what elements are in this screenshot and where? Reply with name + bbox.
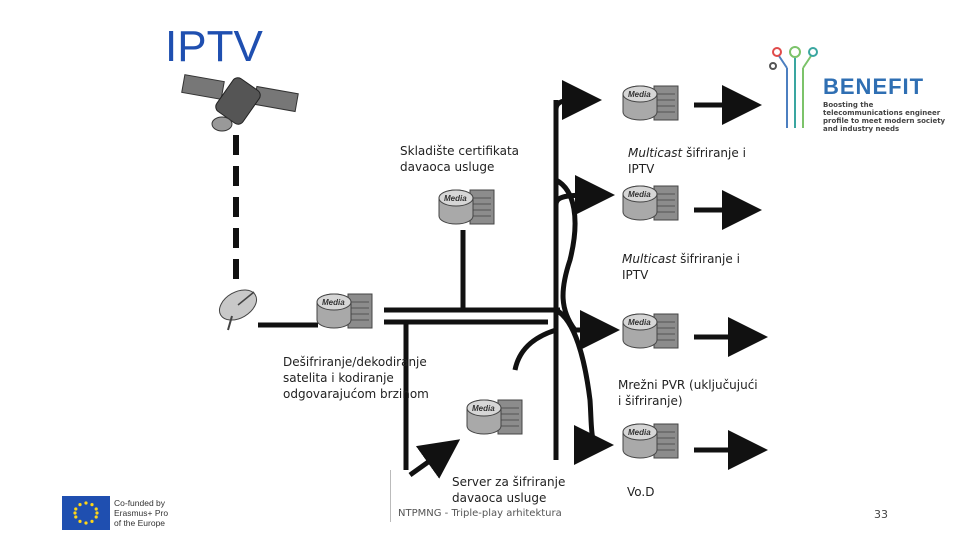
page-number: 33 [874, 508, 888, 521]
satellite-dish-icon [219, 289, 257, 331]
logo-name: BENEFIT [823, 74, 925, 99]
logo-tagline: Boosting the telecommunications engineer… [823, 101, 946, 133]
svg-text:Media: Media [628, 90, 651, 99]
benefit-logo: BENEFIT Boosting the telecommunications … [765, 28, 945, 133]
label-multicast-1: Multicast šifriranje i IPTV [628, 145, 746, 177]
svg-text:Media: Media [472, 404, 495, 413]
label-multicast-1-rest: šifriranje i IPTV [628, 146, 746, 176]
label-cert-store: Skladište certifikata davaoca usluge [400, 144, 520, 174]
eu-flag-icon [62, 496, 110, 530]
circuit-tree-icon [769, 46, 818, 128]
label-encrypt-server: Server za šifriranje davaoca usluge [452, 475, 566, 505]
svg-text:Media: Media [628, 428, 651, 437]
media-server-encrypt: Media [466, 399, 523, 435]
svg-text:Media: Media [628, 318, 651, 327]
slide-footer: NTPMNG - Triple-play arhitektura [398, 508, 562, 519]
label-vod: Vo.D [627, 485, 655, 499]
media-server-decoder: Media [316, 293, 373, 329]
eu-cofunded-badge: Co-funded by Erasmus+ Pro of the Europe [62, 496, 177, 530]
label-multicast-2-italic: Multicast [622, 252, 677, 266]
media-server-multicast-1: Media [622, 85, 679, 121]
svg-text:Media: Media [628, 190, 651, 199]
footer-divider [390, 470, 391, 522]
media-server-pvr: Media [622, 313, 679, 349]
svg-text:Media: Media [444, 194, 467, 203]
label-multicast-2: Multicast šifriranje i IPTV [622, 251, 740, 283]
svg-text:Media: Media [322, 298, 345, 307]
label-multicast-1-italic: Multicast [628, 146, 683, 160]
label-decrypt: Dešifriranje/dekodiranje satelita i kodi… [283, 355, 429, 401]
eu-badge-text: Co-funded by Erasmus+ Pro of the Europe [114, 498, 169, 528]
arrow-lines [408, 80, 768, 479]
satellite-icon [181, 74, 299, 132]
label-multicast-2-rest: šifriranje i IPTV [622, 252, 740, 282]
slide-title: IPTV [165, 22, 263, 71]
label-pvr: Mrežni PVR (uključujući i šifriranje) [618, 378, 758, 408]
media-server-cert-store: Media [438, 189, 495, 225]
media-server-vod: Media [622, 423, 679, 459]
media-server-multicast-2: Media [622, 185, 679, 221]
